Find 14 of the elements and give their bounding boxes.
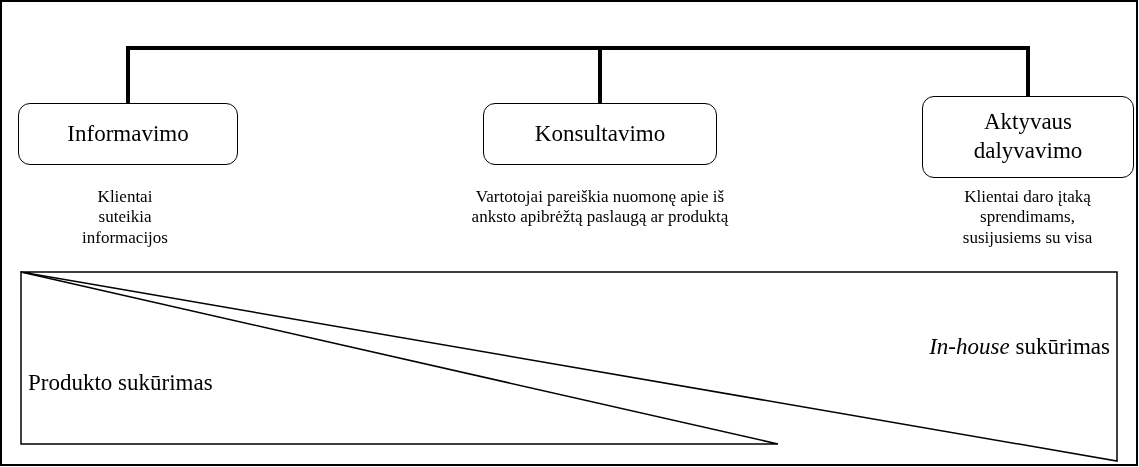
rounded-box (483, 103, 717, 165)
description-text: Vartotojai pareiškia nuomonę apie iš anksto apibrėžtą paslaugą ar produktą (470, 187, 730, 228)
wedge-label: In-house sukūrimas (929, 333, 1110, 361)
description-text: Klientai suteikia informacijos (81, 187, 169, 249)
wedge-shape (20, 271, 780, 445)
box-label: Informavimo (67, 119, 189, 148)
box-label: Konsultavimo (534, 119, 666, 148)
rounded-box (18, 103, 238, 165)
box-label: Aktyvaus dalyvavimo (972, 108, 1084, 165)
description-text: Klientai daro įtaką sprendimams, susijusiems su visa (961, 187, 1094, 249)
wedge-label: Produkto sukūrimas (28, 369, 213, 397)
wedge-shape (20, 271, 1118, 462)
rounded-box (922, 96, 1134, 178)
connector-line (598, 46, 1030, 103)
